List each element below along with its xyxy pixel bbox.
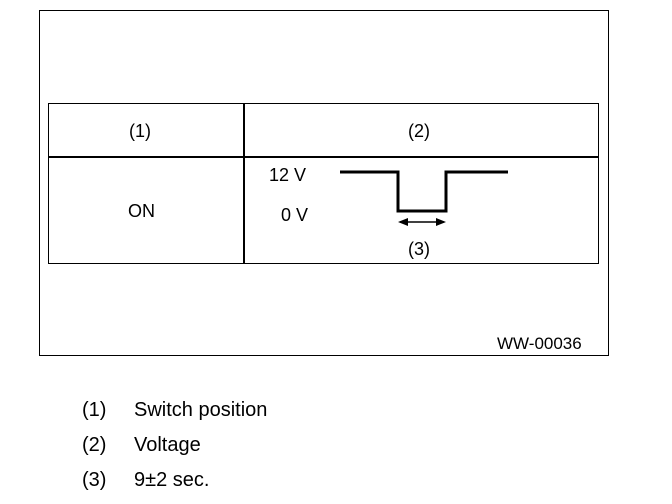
legend-text: Switch position (134, 399, 268, 421)
voltage-waveform (340, 170, 508, 226)
legend-item: (2) Voltage (82, 428, 267, 463)
legend-text: Voltage (134, 434, 201, 456)
legend-text: 9±2 sec. (134, 469, 210, 491)
duration-arrow-right (436, 218, 446, 226)
waveform-trace (340, 170, 508, 213)
legend-number: (1) (82, 399, 107, 421)
column-header-switch: (1) (129, 121, 151, 141)
duration-arrow-left (398, 218, 408, 226)
legend-item: (1) Switch position (82, 393, 267, 428)
legend: (1) Switch position (2) Voltage (3) 9±2 … (82, 393, 267, 498)
table-column-divider (243, 103, 245, 264)
table-header-divider (48, 156, 599, 158)
duration-label: (3) (408, 239, 430, 259)
diagram-frame (39, 10, 609, 356)
column-header-voltage: (2) (408, 121, 430, 141)
figure-code: WW-00036 (497, 334, 582, 353)
legend-number: (2) (82, 434, 107, 456)
switch-state-value: ON (128, 201, 155, 221)
voltage-low-label: 0 V (281, 205, 309, 225)
legend-item: (3) 9±2 sec. (82, 463, 267, 498)
legend-number: (3) (82, 469, 107, 491)
signal-table (48, 103, 599, 264)
voltage-high-label: 12 V (269, 165, 307, 185)
